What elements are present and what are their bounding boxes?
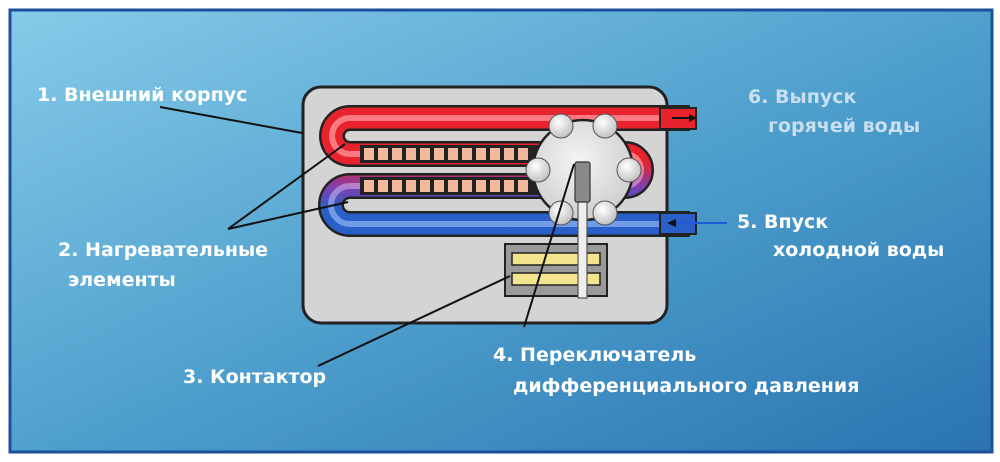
- leader-contactor: [317, 275, 511, 367]
- cold-water-arrow: [667, 219, 727, 227]
- contactor: [504, 243, 608, 297]
- label-switch-line2: дифференциального давления: [513, 375, 859, 397]
- hot-water-arrow: [672, 114, 697, 122]
- labels: 1. Внешний корпус 2. Нагревательные элем…: [37, 84, 944, 397]
- leader-pressure-switch: [523, 163, 575, 328]
- pressure-switch: [525, 113, 642, 299]
- leader-heating-lower: [227, 201, 349, 230]
- leader-lines: [159, 106, 575, 367]
- label-contactor: 3. Контактор: [183, 366, 326, 388]
- leader-outer-casing: [159, 106, 303, 134]
- label-hot-line2: горячей воды: [768, 115, 920, 137]
- leader-heating-upper: [227, 143, 346, 230]
- heating-element-upper: [360, 145, 540, 163]
- label-heating-line2: элементы: [68, 269, 176, 291]
- label-outer-casing: 1. Внешний корпус: [37, 84, 247, 106]
- label-cold-line1: 5. Впуск: [737, 211, 828, 233]
- label-heating-line1: 2. Нагревательные: [58, 239, 268, 261]
- label-switch-line1: 4. Переключатель: [493, 344, 696, 366]
- label-hot-line1: 6. Выпуск: [748, 86, 856, 108]
- label-cold-line2: холодной воды: [773, 239, 944, 261]
- heating-element-lower: [360, 177, 540, 195]
